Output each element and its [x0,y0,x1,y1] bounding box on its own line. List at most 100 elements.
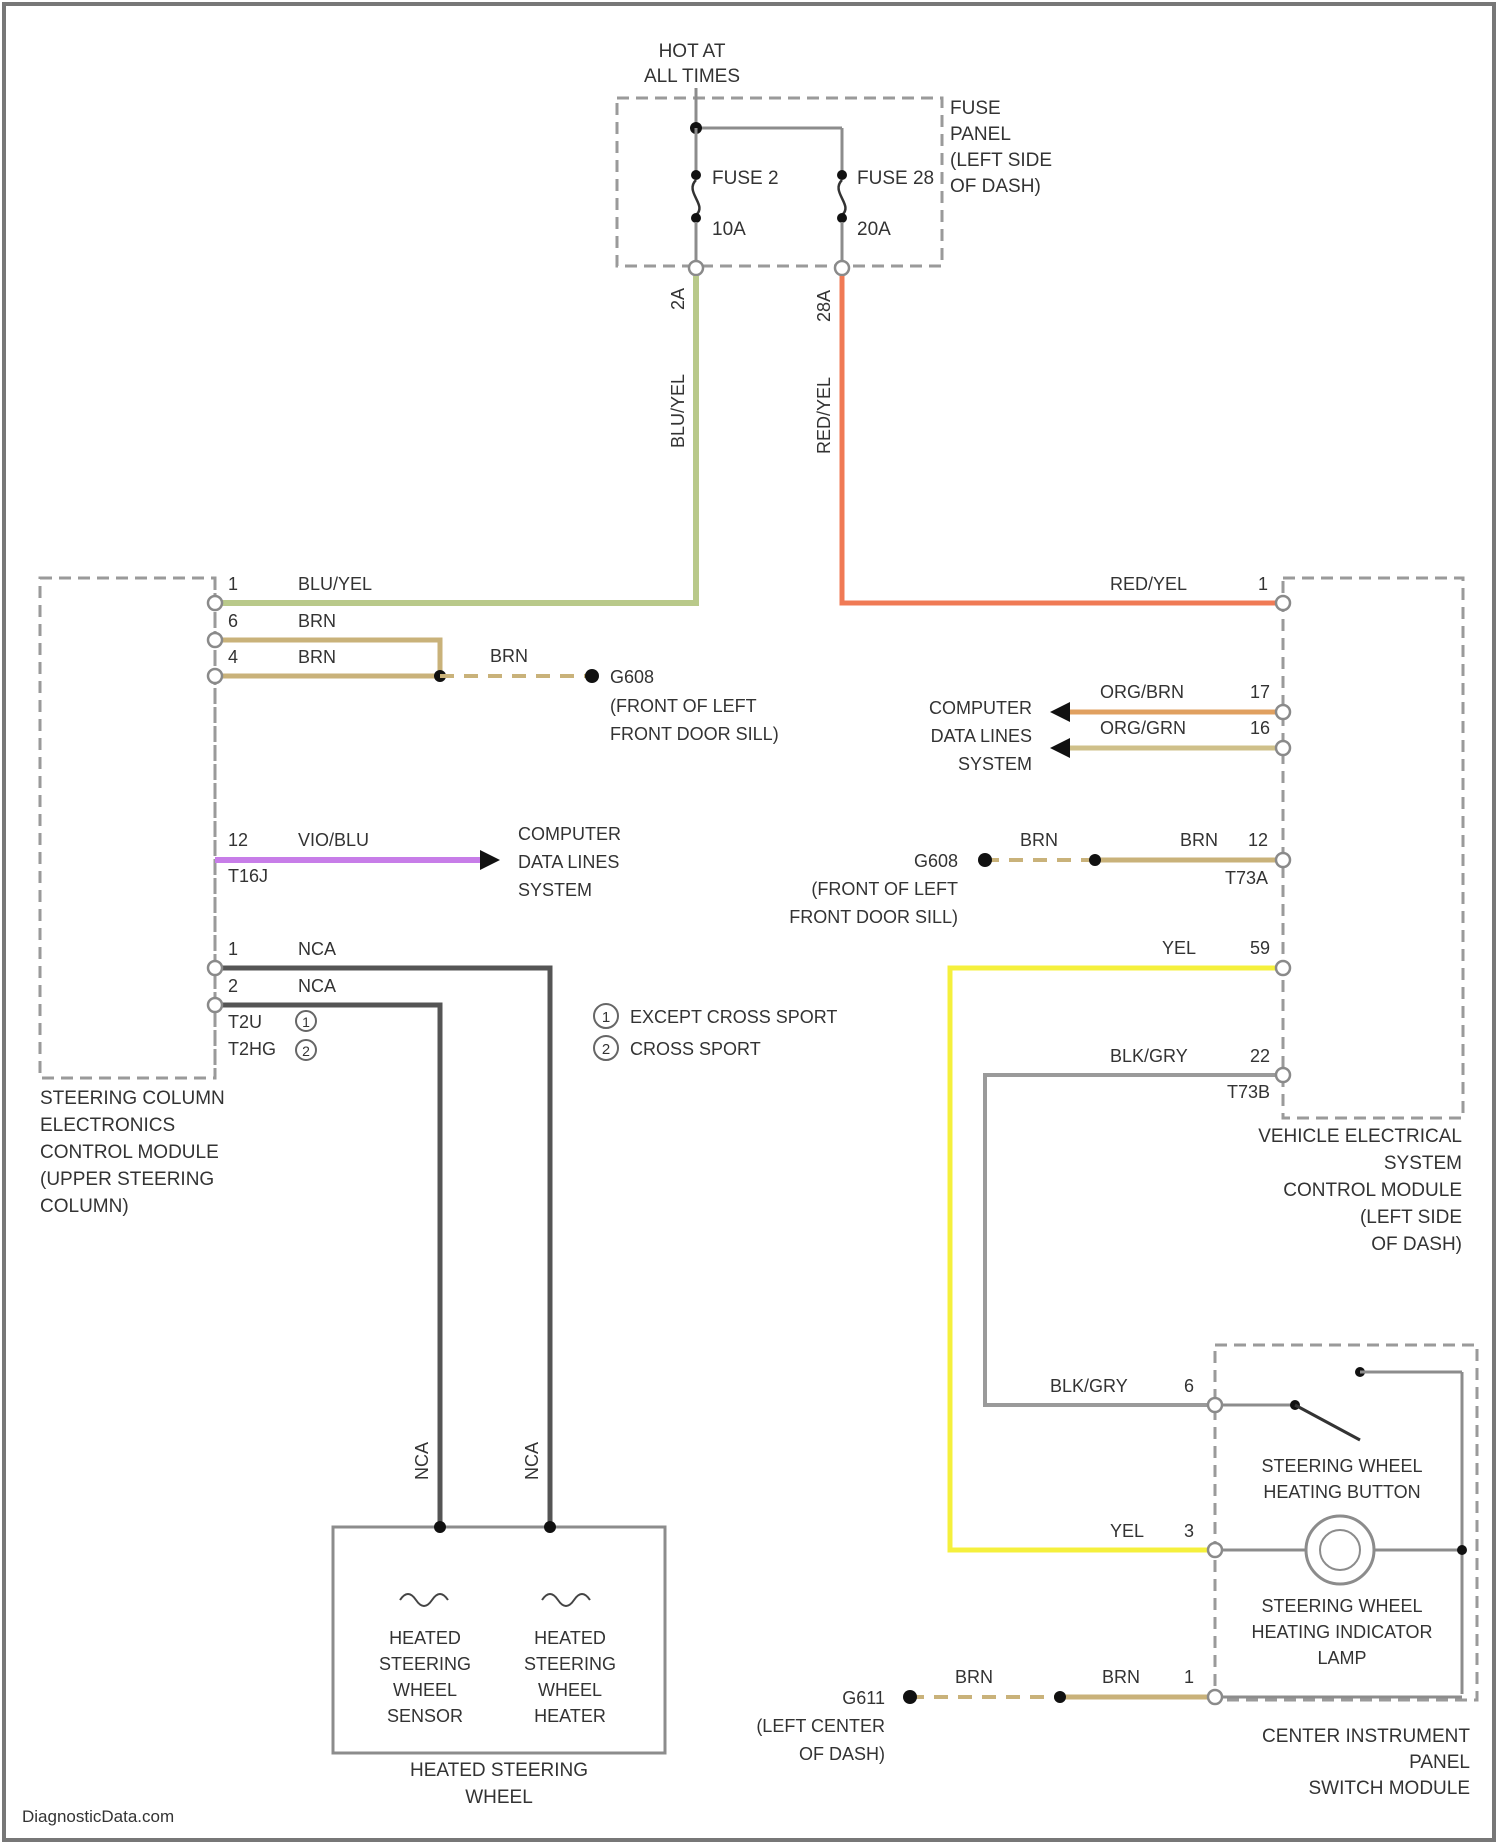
heater-label-2: STEERING [524,1654,616,1674]
left-pin6-number: 6 [228,611,238,631]
left-module-name-4: (UPPER STEERING [40,1169,214,1190]
left-nca1-terminal [208,961,222,975]
fuse-a-name: FUSE 2 [712,168,779,189]
right-pin1-number: 1 [1258,574,1268,594]
switch-pin3-number: 3 [1184,1521,1194,1541]
heater-label-4: HEATER [534,1706,606,1726]
right-pin22-number: 22 [1250,1046,1270,1066]
right-pin59-wire: YEL [1162,938,1196,958]
fuse-a-icon [693,180,700,215]
ground-g608-left [585,669,599,683]
sensor-label-1: HEATED [389,1628,461,1648]
left-connector: T16J [228,866,268,886]
center-instrument-switch-module: 6 BLK/GRY STEERING WHEEL HEATING BUTTON … [756,1345,1477,1799]
right-pin17-wire: ORG/BRN [1100,682,1184,702]
fuse-panel: HOT AT ALL TIMES FUSE 2 10A FUSE 28 20A … [617,41,1052,322]
button-label-1: STEERING WHEEL [1261,1456,1422,1476]
switch-pin1-number: 1 [1184,1667,1194,1687]
right-module-name-2: SYSTEM [1384,1153,1462,1174]
switch-pin6-terminal [1208,1398,1222,1412]
right-pin59-terminal [1276,961,1290,975]
arrow-left-icon [1050,702,1070,722]
right-pin12-number: 12 [1248,830,1268,850]
right-pin22-terminal [1276,1068,1290,1082]
left-pin12-wire: VIO/BLU [298,830,369,850]
right-pin17-number: 17 [1250,682,1270,702]
right-module-name-1: VEHICLE ELECTRICAL [1258,1126,1462,1147]
switch-ground-id: G611 [842,1688,885,1708]
left-cdl-1: COMPUTER [518,824,621,844]
left-nca1-wire: NCA [298,939,336,959]
right-ground-loc-1: (FRONT OF LEFT [811,879,958,899]
switch-brn-splice [1054,1691,1066,1703]
nca-wire-label-a: NCA [412,1442,432,1480]
left-brn-ground-wire: BRN [490,646,528,666]
left-module-name-1: STEERING COLUMN [40,1088,225,1109]
all-times-label: ALL TIMES [644,66,740,87]
fuse-a-terminal [689,261,703,275]
wire-nca-2 [215,1005,440,1525]
legend-1-number: 1 [602,1009,610,1026]
switch-pin6-number: 6 [1184,1376,1194,1396]
lamp-label-3: LAMP [1317,1648,1366,1668]
left-conn-b: T2HG [228,1039,276,1059]
lamp-label-1: STEERING WHEEL [1261,1596,1422,1616]
wire-blu-yel-label: BLU/YEL [668,374,688,448]
right-conn-b: T73B [1227,1082,1270,1102]
left-pin4-wire: BRN [298,647,336,667]
heater-label-3: WHEEL [538,1680,602,1700]
left-module-name-5: COLUMN) [40,1196,129,1217]
left-pin6-terminal [208,633,222,647]
left-module-outline [40,578,215,1078]
right-cdl-3: SYSTEM [958,754,1032,774]
button-label-2: HEATING BUTTON [1263,1482,1420,1502]
ground-g608-right [978,853,992,867]
switch-pin6-wire: BLK/GRY [1050,1376,1128,1396]
ground-g611 [903,1690,917,1704]
right-module-name-4: (LEFT SIDE [1360,1207,1462,1228]
fuse-a-pin: 2A [668,288,688,310]
wire-red-yel [842,276,1283,603]
switch-module-name-3: SWITCH MODULE [1309,1778,1471,1799]
left-pin1-terminal [208,596,222,610]
left-pin4-number: 4 [228,647,238,667]
right-module-name-5: OF DASH) [1371,1234,1462,1255]
heater-label-1: HEATED [534,1628,606,1648]
lamp-inner-icon [1320,1530,1360,1570]
left-pin12-number: 12 [228,830,248,850]
fuse-panel-label-1: FUSE [950,98,1001,119]
right-module-name-3: CONTROL MODULE [1283,1180,1462,1201]
right-pin16-number: 16 [1250,718,1270,738]
switch-module-outline [1215,1345,1477,1700]
heated-wheel-name-2: WHEEL [465,1787,533,1808]
left-conn-a-note: 1 [302,1014,310,1030]
fuse-b-terminal [835,261,849,275]
right-cdl-1: COMPUTER [929,698,1032,718]
left-pin6-wire: BRN [298,611,336,631]
switch-pin3-wire: YEL [1110,1521,1144,1541]
legend-2-number: 2 [602,1041,610,1058]
fuse-a-bottom [691,213,701,223]
sensor-label-4: SENSOR [387,1706,463,1726]
left-nca1-pin: 1 [228,939,238,959]
hot-at-label: HOT AT [659,41,726,62]
wire-blk-gry [985,1075,1283,1405]
right-cdl-2: DATA LINES [931,726,1032,746]
left-cdl-3: SYSTEM [518,880,592,900]
right-ground-loc-2: FRONT DOOR SILL) [789,907,958,927]
switch-module-name-1: CENTER INSTRUMENT [1262,1726,1470,1747]
right-pin12-terminal [1276,853,1290,867]
heater-icon [542,1594,590,1606]
right-brn-a: BRN [1020,830,1058,850]
left-pin1-number: 1 [228,574,238,594]
right-pin1-terminal [1276,596,1290,610]
fuse-panel-label-4: OF DASH) [950,176,1041,197]
lamp-splice [1457,1545,1467,1555]
wire-red-yel-label: RED/YEL [814,377,834,454]
right-brn-splice [1089,854,1101,866]
diagram-frame [4,4,1494,1840]
fuse-b-name: FUSE 28 [857,168,934,189]
switch-ground-loc-2: OF DASH) [799,1744,885,1764]
heated-steering-wheel: HEATED STEERING WHEEL SENSOR HEATED STEE… [333,1521,665,1808]
